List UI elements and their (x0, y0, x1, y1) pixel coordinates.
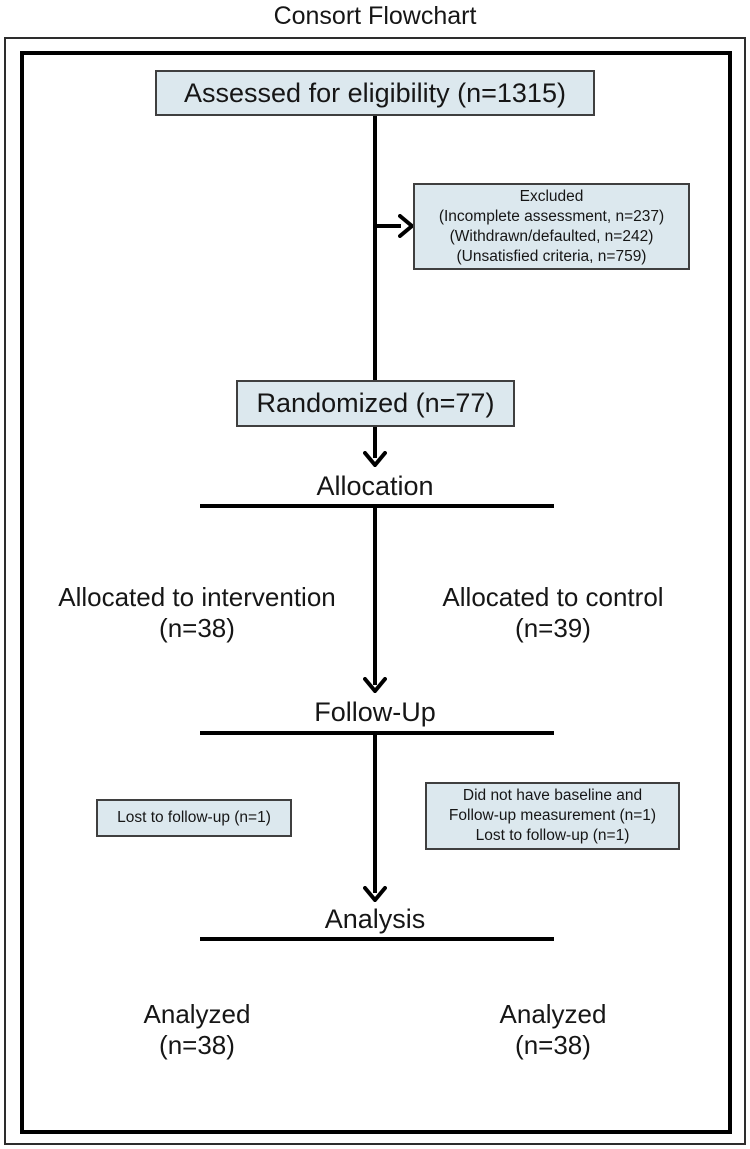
allocated-intervention-count: (n=38) (159, 613, 235, 643)
allocation-divider-line (200, 504, 554, 508)
lost-followup-control-line: Lost to follow-up (n=1) (475, 827, 630, 844)
lost-followup-control-line: Did not have baseline and (462, 787, 643, 804)
allocated-intervention-line1: Allocated to intervention (58, 582, 336, 612)
allocated-intervention-label: Allocated to intervention (n=38) (37, 582, 357, 644)
connector-assessed-to-randomized (373, 114, 377, 381)
lost-followup-control-line: Follow-up measurement (n=1) (448, 807, 657, 824)
allocated-control-count: (n=39) (515, 613, 591, 643)
analyzed-intervention-count: (n=38) (159, 1030, 235, 1060)
randomized-box: Randomized (n=77) (236, 380, 515, 427)
connector-followup-to-analysis (373, 735, 377, 893)
excluded-box: Excluded (Incomplete assessment, n=237) … (413, 183, 690, 270)
allocated-control-line1: Allocated to control (442, 582, 664, 612)
assessed-eligibility-label: Assessed for eligibility (n=1315) (184, 77, 566, 108)
analyzed-intervention-line1: Analyzed (143, 999, 251, 1029)
connector-to-excluded (375, 224, 401, 228)
analyzed-intervention-label: Analyzed (n=38) (37, 999, 357, 1061)
allocated-control-label: Allocated to control (n=39) (393, 582, 713, 644)
excluded-title: Excluded (519, 187, 584, 205)
arrowhead-down-icon (363, 677, 387, 693)
arrowhead-down-icon (363, 451, 387, 467)
section-heading-analysis: Analysis (324, 904, 426, 934)
analyzed-control-line1: Analyzed (499, 999, 607, 1029)
excluded-reason: (Unsatisfied criteria, n=759) (456, 247, 647, 265)
analysis-divider-line (200, 937, 554, 941)
analyzed-control-count: (n=38) (515, 1030, 591, 1060)
excluded-reason: (Incomplete assessment, n=237) (438, 207, 665, 225)
randomized-label: Randomized (n=77) (256, 388, 495, 418)
section-heading-followup: Follow-Up (314, 697, 436, 727)
arrowhead-right-icon (398, 214, 414, 238)
chart-title: Consort Flowchart (273, 2, 477, 30)
lost-followup-control-box: Did not have baseline and Follow-up meas… (425, 782, 680, 850)
excluded-reason: (Withdrawn/defaulted, n=242) (449, 227, 654, 245)
inner-frame (20, 51, 732, 1134)
section-heading-allocation: Allocation (316, 471, 434, 501)
lost-followup-intervention-box: Lost to follow-up (n=1) (96, 799, 292, 837)
connector-randomized-to-allocation (373, 426, 377, 458)
connector-allocation-to-followup (373, 508, 377, 685)
analyzed-control-label: Analyzed (n=38) (393, 999, 713, 1061)
followup-divider-line (200, 731, 554, 735)
arrowhead-down-icon (363, 886, 387, 902)
lost-followup-intervention-label: Lost to follow-up (n=1) (117, 809, 271, 826)
outer-frame (4, 37, 746, 1145)
assessed-eligibility-box: Assessed for eligibility (n=1315) (155, 70, 595, 116)
